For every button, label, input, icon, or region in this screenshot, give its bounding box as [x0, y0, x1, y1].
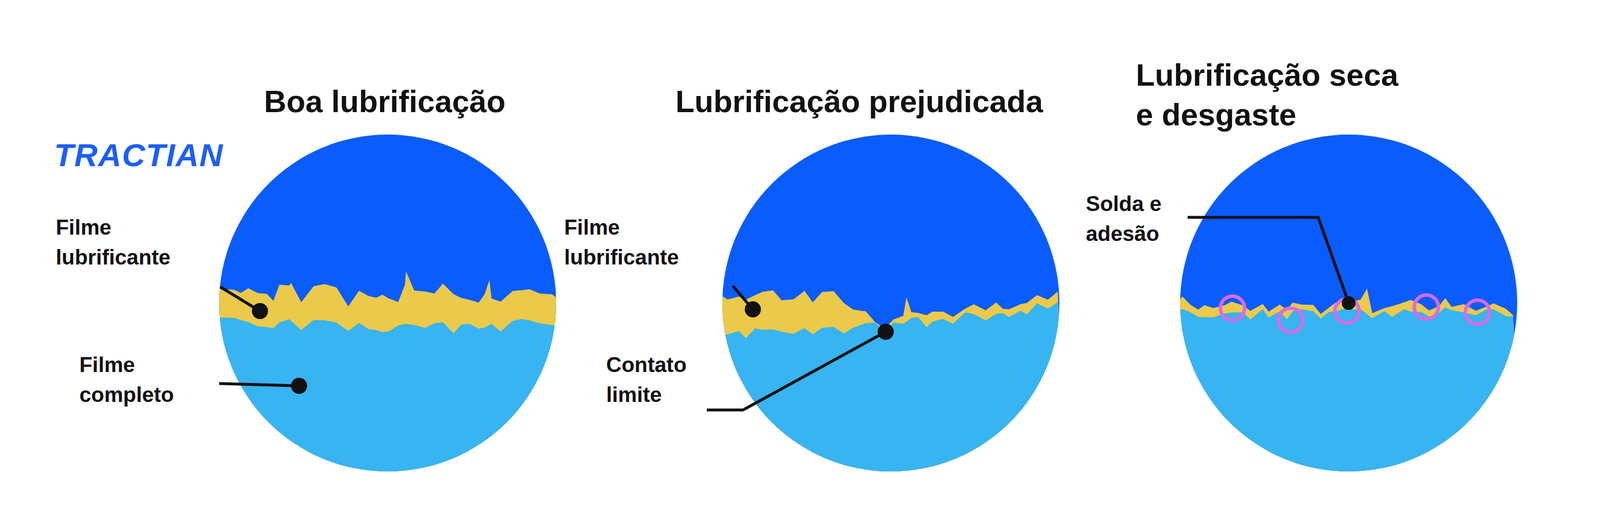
leader-dot — [744, 301, 761, 318]
leader-dot — [1341, 296, 1356, 310]
weld-marker — [1278, 308, 1303, 333]
leader-line — [220, 286, 260, 312]
surface-group — [722, 134, 1060, 472]
weld-marker — [1414, 295, 1439, 320]
leader-dot — [877, 323, 894, 340]
title-holder: Lubrificação prejudicada — [675, 81, 1043, 122]
brand-logo: TRACTIAN — [54, 135, 224, 175]
title-holder: Boa lubrificação — [263, 81, 506, 122]
lubricant-film — [219, 271, 557, 472]
lower-surface — [219, 317, 557, 472]
surface-illustration — [219, 134, 557, 472]
leader-dot — [251, 303, 269, 320]
leader-dot — [291, 377, 308, 394]
label-holder: Filme lubrificante — [55, 212, 195, 273]
callout-label: Filme lubrificante — [55, 212, 195, 273]
label-holder: Filme completo — [79, 350, 195, 411]
circle-title: Lubrificação seca e desgaste — [1135, 55, 1413, 135]
surface-illustration — [1180, 134, 1518, 472]
leader-line — [1187, 217, 1349, 304]
weld-marker — [1465, 300, 1490, 325]
lubricant-film — [722, 290, 1060, 472]
label-holder: Solda e adesão — [1085, 189, 1201, 250]
lubrication-circle: Lubrificação seca e desgaste — [1180, 134, 1518, 472]
lubrication-circle: Lubrificação prejudicada — [722, 134, 1060, 472]
weld-marker — [1220, 296, 1245, 321]
surface-illustration — [722, 134, 1060, 472]
circle-title: Lubrificação prejudicada — [675, 81, 1043, 122]
leader-line — [219, 383, 300, 386]
callout-label: Solda e adesão — [1085, 189, 1201, 250]
lower-surface — [722, 302, 1060, 472]
lubrication-circle: Boa lubrificação — [219, 134, 557, 472]
label-holder: TRACTIAN — [54, 135, 224, 175]
leader-line — [732, 285, 753, 310]
callout-label: Filme lubrificante — [564, 212, 703, 273]
leader-line — [706, 331, 886, 411]
surface-group — [219, 134, 557, 472]
label-holder: Contato limite — [606, 350, 715, 411]
lubricant-film — [1180, 288, 1518, 472]
circle-title: Boa lubrificação — [263, 81, 506, 122]
title-holder: Lubrificação seca e desgaste — [1135, 55, 1413, 135]
label-holder: Filme lubrificante — [564, 212, 703, 273]
weld-marker — [1334, 299, 1360, 324]
callout-label: Contato limite — [606, 350, 715, 411]
surface-group — [1180, 134, 1518, 472]
callout-label: Filme completo — [79, 350, 195, 411]
lower-surface — [1180, 307, 1518, 472]
